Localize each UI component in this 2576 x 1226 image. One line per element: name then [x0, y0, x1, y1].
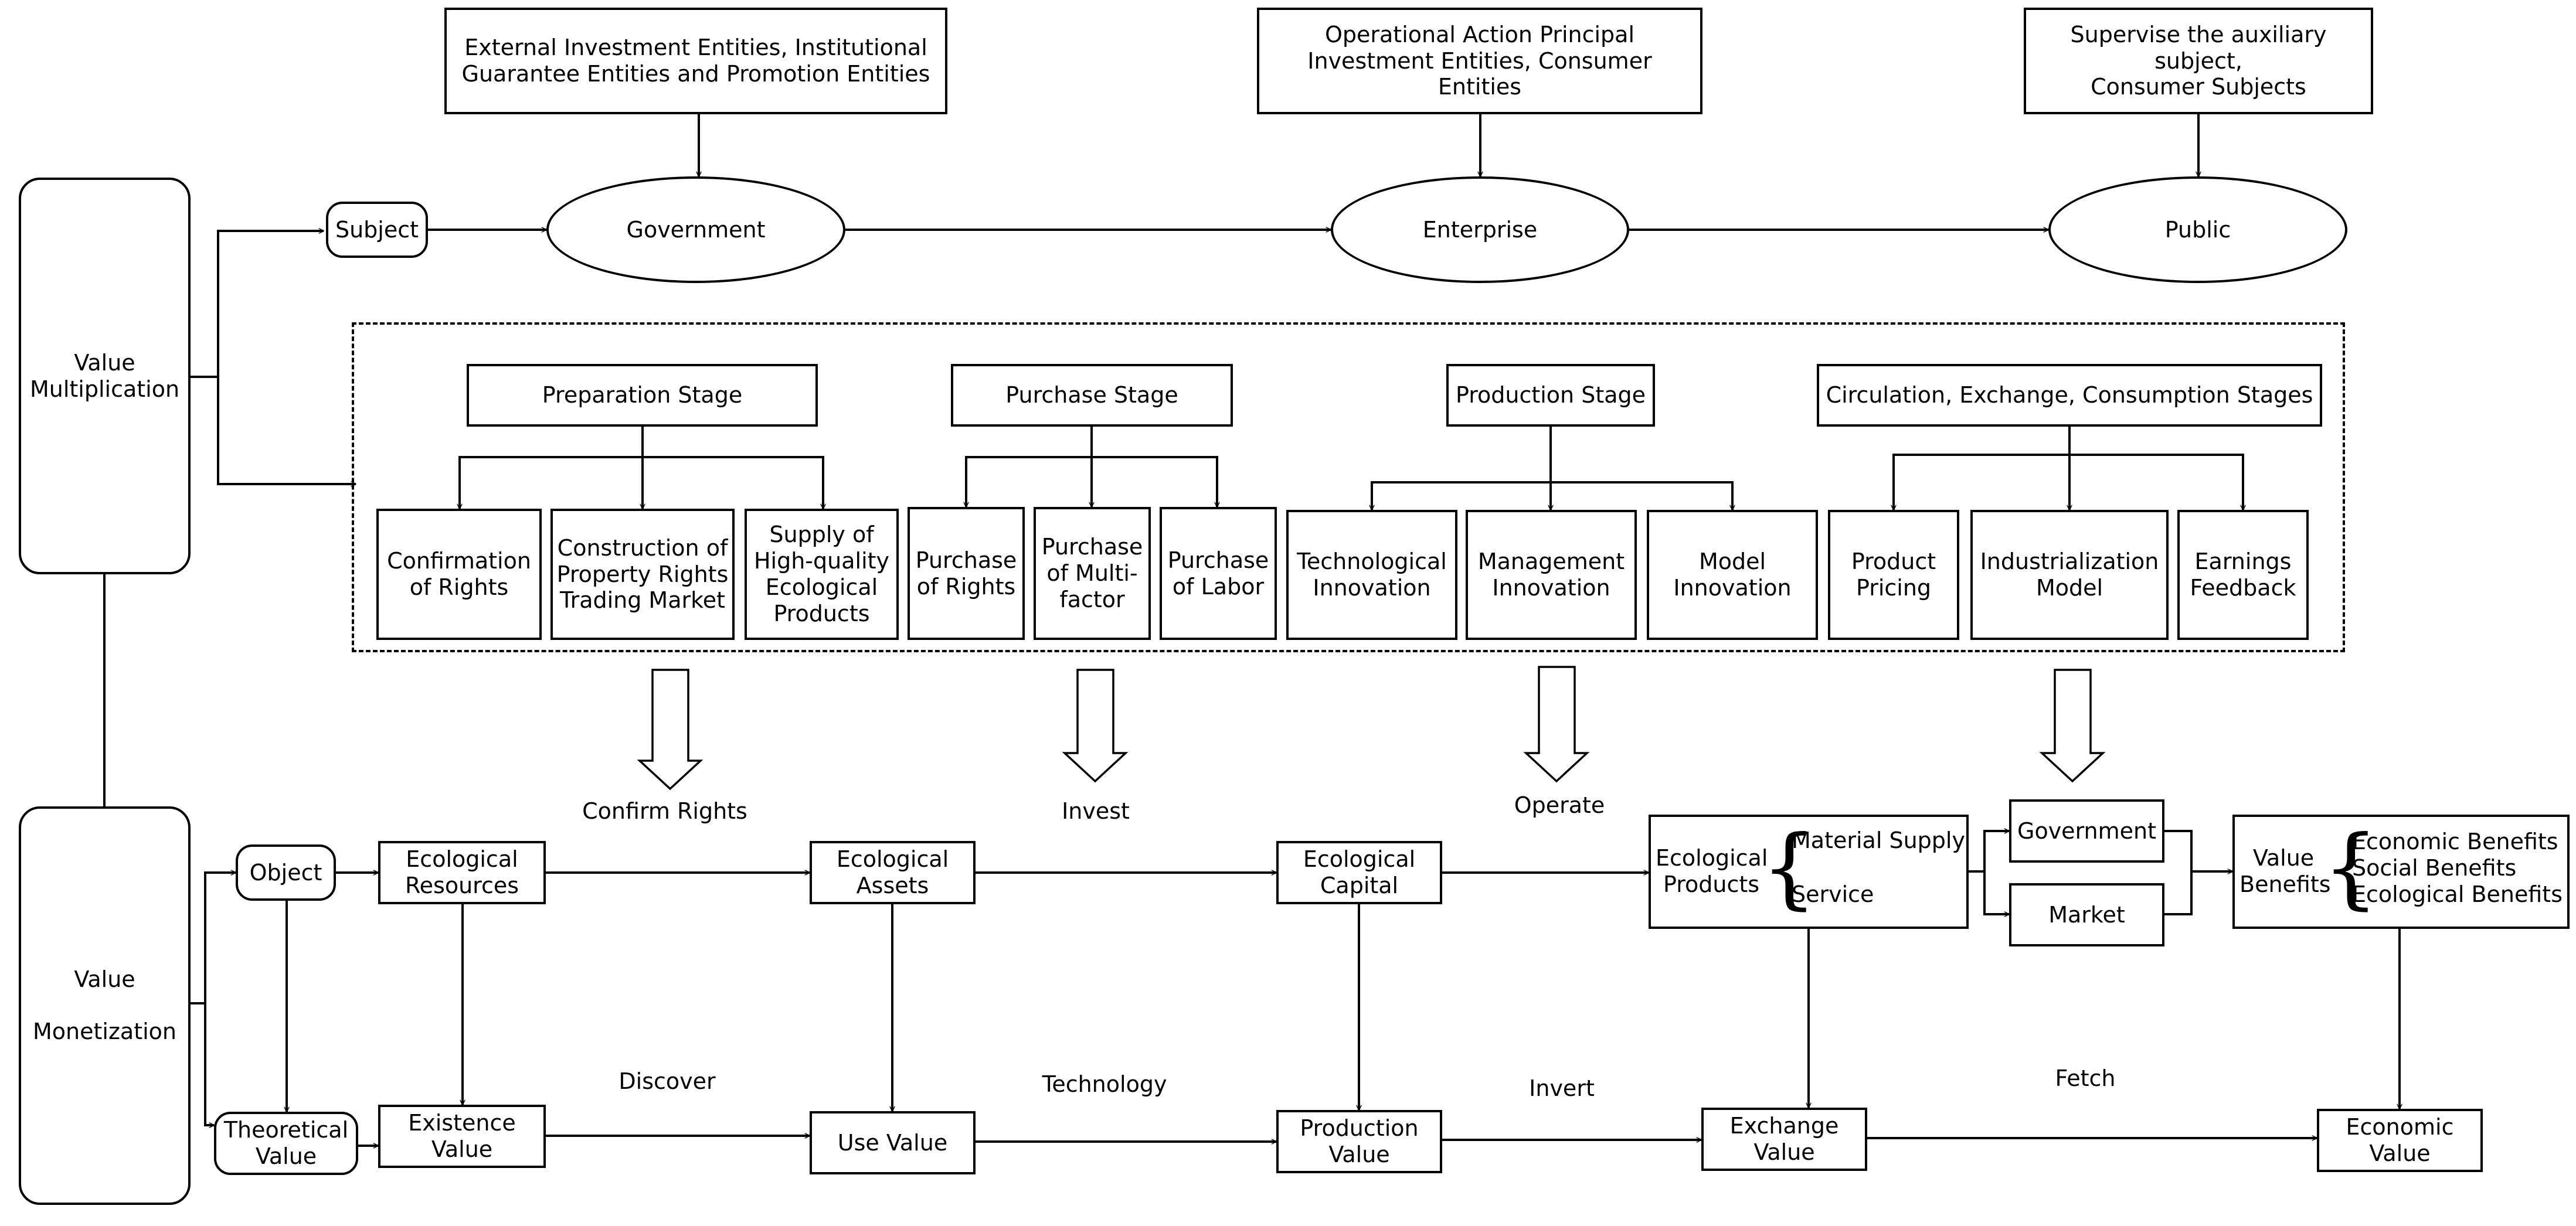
purchase-of-rights-box: Purchase of Rights: [908, 507, 1025, 640]
enterprise-role-box: Operational Action Principal Investment …: [1257, 8, 1702, 114]
ecological-products-box: Ecological Products { Material Supply Se…: [1649, 815, 1969, 929]
government-ellipse: Government: [546, 176, 845, 283]
discover-label: Discover: [618, 1068, 716, 1094]
enterprise-ellipse: Enterprise: [1331, 176, 1629, 283]
ecological-capital-box: Ecological Capital: [1276, 841, 1442, 904]
material-supply-label: Material Supply: [1792, 827, 1965, 853]
use-value-box: Use Value: [810, 1111, 976, 1174]
economic-value-box: Economic Value: [2317, 1109, 2483, 1172]
value-monetization-box: Value Monetization: [19, 806, 191, 1205]
ecological-products-label: Ecological Products: [1656, 845, 1768, 897]
government-role-box: External Investment Entities, Institutio…: [444, 8, 947, 114]
purchase-of-labor-box: Purchase of Labor: [1160, 507, 1277, 640]
service-label: Service: [1792, 881, 1874, 907]
circulation-stage-box: Circulation, Exchange, Consumption Stage…: [1817, 364, 2322, 427]
operate-label: Operate: [1514, 792, 1605, 818]
market-channel-box: Market: [2009, 883, 2164, 946]
ecological-resources-box: Ecological Resources: [378, 841, 546, 904]
purchase-stage-box: Purchase Stage: [951, 364, 1233, 427]
invest-label: Invest: [1062, 798, 1130, 824]
exchange-value-box: Exchange Value: [1701, 1108, 1867, 1171]
production-stage-box: Production Stage: [1446, 364, 1655, 427]
public-role-box: Supervise the auxiliary subject, Consume…: [2024, 8, 2373, 114]
benefits-brace: {: [2323, 817, 2379, 919]
purchase-of-multifactor-box: Purchase of Multi- factor: [1034, 507, 1151, 640]
value-benefits-label: Value Benefits: [2239, 845, 2331, 897]
value-benefits-box: Value Benefits { Economic Benefits Socia…: [2232, 815, 2570, 929]
stages-dashed-frame: [352, 322, 2345, 652]
production-value-box: Production Value: [1276, 1110, 1442, 1173]
management-innovation-box: Management Innovation: [1466, 510, 1637, 640]
high-quality-products-box: Supply of High-quality Ecological Produc…: [745, 509, 899, 640]
product-pricing-box: Product Pricing: [1828, 510, 1959, 640]
theoretical-value-node: Theoretical Value: [214, 1112, 358, 1175]
preparation-stage-box: Preparation Stage: [467, 364, 818, 427]
property-rights-market-box: Construction of Property Rights Trading …: [550, 509, 735, 640]
confirmation-of-rights-box: Confirmation of Rights: [376, 509, 542, 640]
government-channel-box: Government: [2009, 799, 2164, 863]
benefit-items-list: Economic Benefits Social Benefits Ecolog…: [2352, 829, 2563, 907]
earnings-feedback-box: Earnings Feedback: [2177, 510, 2309, 640]
ecological-assets-box: Ecological Assets: [810, 841, 976, 904]
public-ellipse: Public: [2048, 176, 2347, 283]
invert-label: Invert: [1529, 1075, 1595, 1101]
products-brace: {: [1761, 817, 1817, 919]
existence-value-box: Existence Value: [378, 1105, 546, 1168]
technological-innovation-box: Technological Innovation: [1286, 510, 1457, 640]
value-multiplication-box: Value Multiplication: [19, 178, 191, 574]
subject-node: Subject: [326, 202, 428, 258]
fetch-label: Fetch: [2055, 1065, 2116, 1091]
confirm-rights-label: Confirm Rights: [582, 798, 747, 824]
industrialization-model-box: Industrialization Model: [1970, 510, 2169, 640]
model-innovation-box: Model Innovation: [1647, 510, 1818, 640]
object-node: Object: [236, 844, 336, 901]
technology-label: Technology: [1042, 1071, 1167, 1097]
